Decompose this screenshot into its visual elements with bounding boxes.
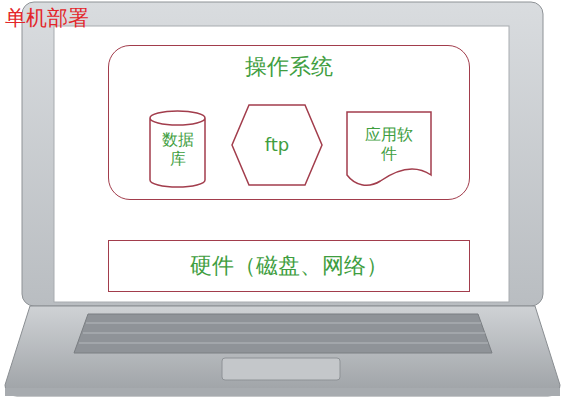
node-text: 应用软件 [363,125,414,163]
node-text: ftp [265,134,290,156]
title-label: 单机部署 [5,4,89,32]
node-text: 操作系统 [245,54,333,80]
node-text: 硬件（磁盘、网络） [190,253,388,279]
node-text: 数据库 [161,130,195,168]
hardware-box: 硬件（磁盘、网络） [108,240,470,292]
software-document: 应用软件 [346,111,432,187]
ftp-hexagon: ftp [231,104,323,186]
os-box: 操作系统数据库 ftp 应用软件 [108,45,470,200]
database-cylinder: 数据库 [149,111,206,187]
